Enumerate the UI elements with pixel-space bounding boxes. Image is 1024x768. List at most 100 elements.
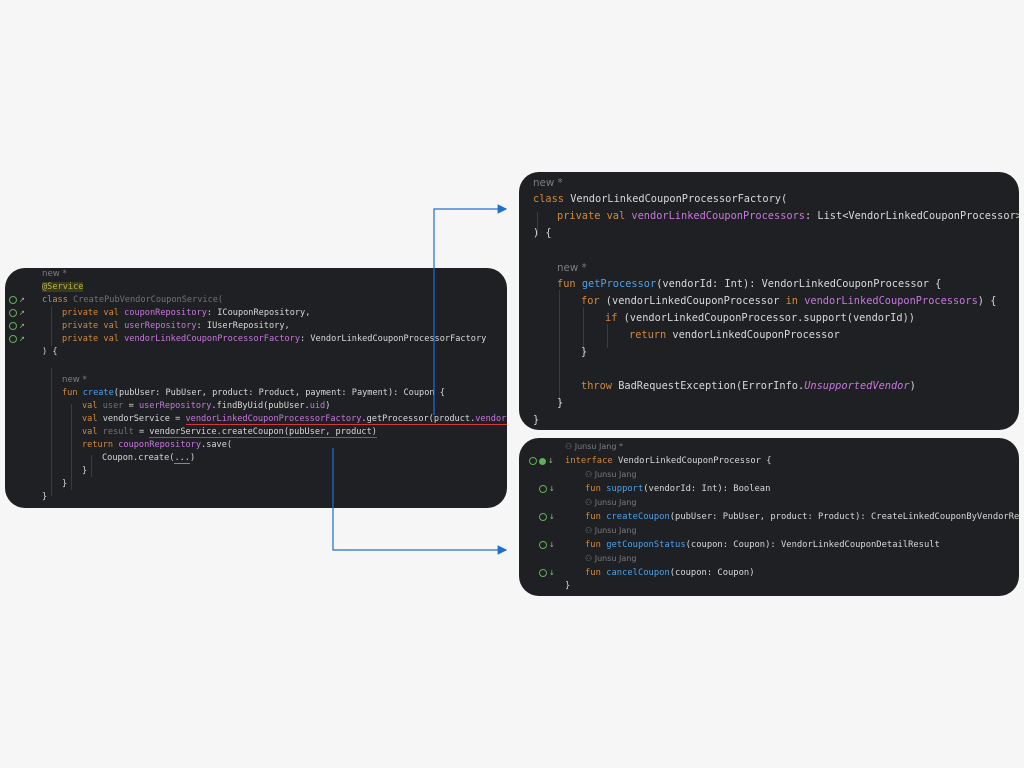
indent-guide <box>537 212 538 236</box>
implemented-icon <box>539 457 546 465</box>
gutter-implemented-icon[interactable]: ↓ <box>539 541 555 549</box>
property-ref[interactable]: uid <box>309 401 326 411</box>
create-coupon-call[interactable]: vendorService.createCoupon(pubUser, prod… <box>149 427 377 438</box>
code-line-method: fun createCoupon(pubUser: PubUser, produ… <box>585 512 1019 522</box>
interface-name[interactable]: VendorLinkedCouponProcessor { <box>612 456 772 466</box>
gutter-bean-icon[interactable]: ↗ <box>9 309 25 317</box>
bean-icon <box>9 309 17 317</box>
type-name: : VendorLinkedCouponProcessorFactory <box>300 334 487 344</box>
keyword: fun <box>585 568 601 578</box>
property-name[interactable]: vendorLinkedCouponProcessorFactory <box>124 334 301 344</box>
indent-guide <box>607 324 608 348</box>
annotation-service: @Service <box>42 282 84 292</box>
gutter-implemented-icon[interactable]: ↓ <box>539 569 555 577</box>
variable-name: vendorService = <box>97 414 186 424</box>
implemented-icon <box>539 485 547 493</box>
author-name: Junsu Jang <box>594 526 637 535</box>
property-ref[interactable]: userRepository <box>138 401 212 411</box>
type-name: : ICouponRepository, <box>206 308 311 318</box>
code-line-coupon-create: Coupon.create(...) <box>102 453 507 464</box>
author-name: Junsu Jang <box>594 470 637 479</box>
property-ref[interactable]: couponRepository <box>118 440 202 450</box>
code-line-fun: fun getProcessor(vendorId: Int): VendorL… <box>557 278 1019 290</box>
property-ref[interactable]: vendorId <box>475 414 507 424</box>
code-line-val-result: val result = vendorService.createCoupon(… <box>82 427 507 438</box>
implemented-icon <box>539 513 547 521</box>
call: .save( <box>201 440 233 450</box>
code-line-annotation: @Service <box>42 282 507 292</box>
property-name[interactable]: vendorLinkedCouponProcessors <box>631 210 805 222</box>
author-hint: ⚇ Junsu Jang * <box>565 442 1019 451</box>
code-line-close: } <box>82 466 88 476</box>
code-line-val-user: val user = userRepository.findByUid(pubU… <box>82 401 507 411</box>
keyword: if <box>605 312 618 324</box>
code-line-if: if (vendorLinkedCouponProcessor.support(… <box>605 312 1019 324</box>
method-name[interactable]: cancelCoupon <box>606 568 670 578</box>
method-name[interactable]: getCouponStatus <box>606 540 686 550</box>
author-hint: ⚇ Junsu Jang <box>585 470 1019 479</box>
code-line-close: } <box>565 581 571 591</box>
property-ref[interactable]: vendorLinkedCouponProcessors <box>804 295 978 307</box>
gutter-implemented-icon[interactable]: ↓ <box>529 457 554 465</box>
code-line-return: return vendorLinkedCouponProcessor <box>629 329 1019 341</box>
author-hint: ⚇ Junsu Jang <box>585 554 1019 563</box>
keyword: private val <box>557 210 626 222</box>
code-line-param: private val vendorLinkedCouponProcessors… <box>557 210 1019 222</box>
author-hint: ⚇ Junsu Jang <box>585 498 1019 507</box>
implemented-icon <box>529 457 537 465</box>
property-name[interactable]: couponRepository <box>124 308 207 318</box>
keyword: class <box>533 193 564 205</box>
arrow-down-icon: ↓ <box>549 513 555 521</box>
variable-name: result <box>102 427 134 437</box>
arrow-icon: ↗ <box>19 322 25 330</box>
error-constant[interactable]: UnsupportedVendor <box>804 380 910 392</box>
keyword: return <box>629 329 667 341</box>
keyword: fun <box>557 278 576 290</box>
code-line-param: private val userRepository: IUserReposit… <box>62 321 507 331</box>
code-line-param: private val couponRepository: ICouponRep… <box>62 308 507 318</box>
keyword: interface <box>565 456 613 466</box>
method-signature: (coupon: Coupon): VendorLinkedCouponDeta… <box>685 540 940 550</box>
keyword: for <box>581 295 600 307</box>
gutter-implemented-icon[interactable]: ↓ <box>539 513 555 521</box>
author-hint: ⚇ Junsu Jang <box>585 526 1019 535</box>
bean-icon <box>9 335 17 343</box>
class-name[interactable]: CreatePubVendorCouponService( <box>73 295 224 305</box>
keyword: private val <box>62 308 119 318</box>
method-signature: (vendorId: Int): Boolean <box>643 484 771 494</box>
implemented-icon <box>539 569 547 577</box>
keyword: fun <box>585 540 601 550</box>
code-line-method: fun getCouponStatus(coupon: Coupon): Ven… <box>585 540 1019 550</box>
gutter-implemented-icon[interactable]: ↓ <box>539 485 555 493</box>
indent-guide <box>559 290 560 408</box>
code-line-close: } <box>581 346 588 358</box>
code-line-class: class VendorLinkedCouponProcessorFactory… <box>533 193 1019 205</box>
code-line-close: } <box>42 492 48 502</box>
keyword: return <box>82 440 114 450</box>
keyword: val <box>82 414 98 424</box>
gutter-bean-icon[interactable]: ↗ <box>9 322 25 330</box>
method-signature: (coupon: Coupon) <box>669 568 755 578</box>
factory-ref[interactable]: vendorLinkedCouponProcessorFactory <box>185 414 362 424</box>
arrow-down-icon: ↓ <box>548 457 554 465</box>
keyword: val <box>82 401 98 411</box>
class-name[interactable]: VendorLinkedCouponProcessorFactory( <box>570 193 788 205</box>
bean-icon <box>9 322 17 330</box>
gutter-bean-icon[interactable]: ↗ <box>9 335 25 343</box>
code-line-for: for (vendorLinkedCouponProcessor in vend… <box>581 295 1019 307</box>
folded-args[interactable]: ... <box>174 453 190 464</box>
punctuation: ) { <box>977 295 997 307</box>
property-name[interactable]: userRepository <box>124 321 197 331</box>
method-name[interactable]: createCoupon <box>606 512 670 522</box>
function-name[interactable]: getProcessor <box>581 278 657 290</box>
function-name[interactable]: create <box>82 388 114 398</box>
arrow-down-icon: ↓ <box>549 485 555 493</box>
punctuation: ) <box>909 380 916 392</box>
operator: = <box>123 401 139 411</box>
author-name: Junsu Jang * <box>574 442 623 451</box>
gutter-bean-icon[interactable]: ↗ <box>9 296 25 304</box>
keyword: throw <box>581 380 612 392</box>
arrow-down-icon: ↓ <box>549 569 555 577</box>
method-name[interactable]: support <box>606 484 644 494</box>
factory-code-panel: new * class VendorLinkedCouponProcessorF… <box>519 172 1019 430</box>
